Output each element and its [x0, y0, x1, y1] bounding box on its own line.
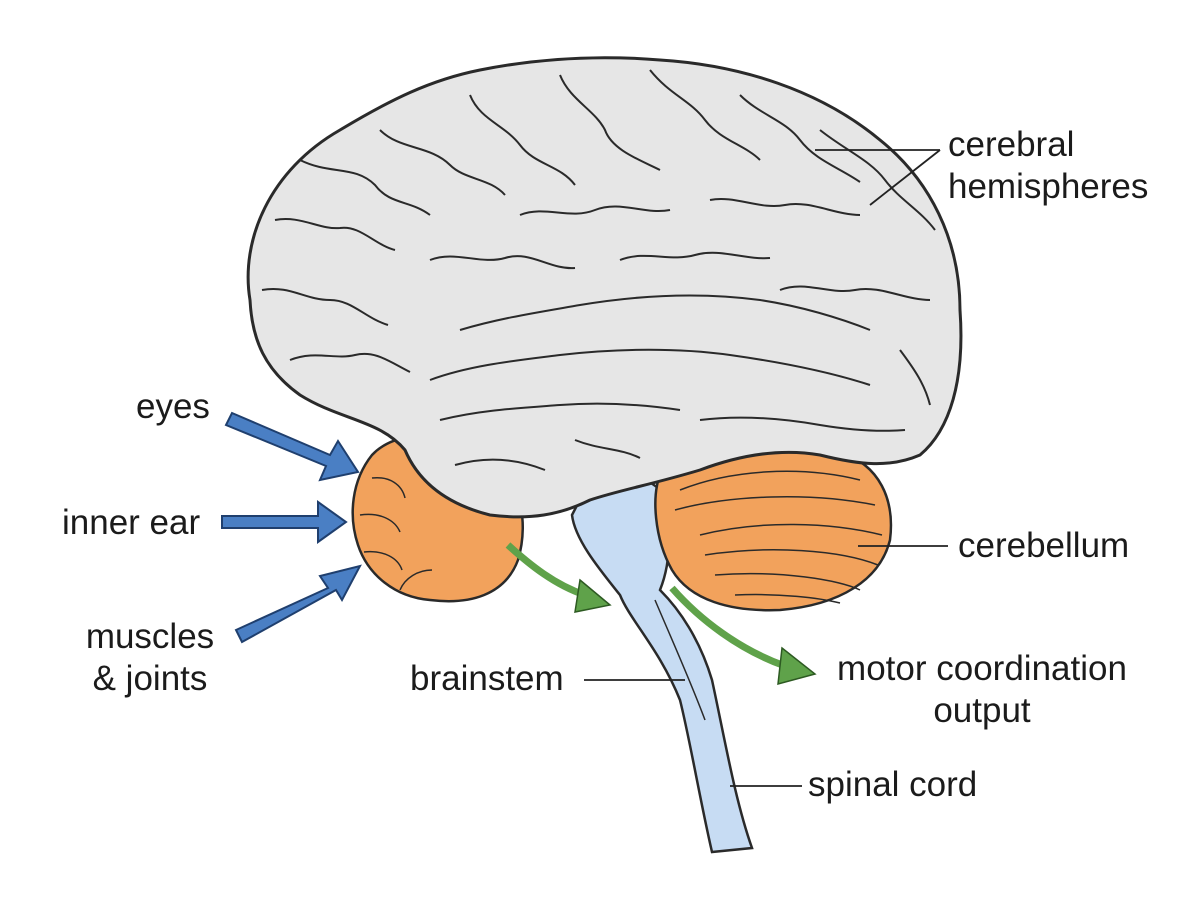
label-muscles-line1: muscles: [85, 617, 215, 656]
label-motor-line2: output: [933, 691, 1031, 730]
label-cerebral-line1: cerebral: [948, 125, 1075, 164]
cerebellum-folia: [674, 470, 883, 604]
label-cerebral-line2: hemispheres: [948, 167, 1149, 206]
label-motor-line1: motor coordination: [837, 649, 1127, 688]
motor-output-arrow: [669, 585, 787, 670]
eyes-arrow: [224, 411, 360, 482]
output-arrows: [505, 542, 817, 686]
inner-output-arrow: [505, 542, 587, 599]
label-cerebral-hemispheres: cerebral hemispheres: [948, 124, 1148, 208]
cerebral-leader-2: [869, 149, 941, 206]
label-eyes: eyes: [136, 387, 210, 426]
cerebral-hemispheres-shape: [246, 56, 963, 519]
gyri-lines: [261, 69, 936, 471]
leader-lines: [584, 149, 948, 787]
input-arrows: [221, 411, 362, 644]
label-spinal-cord: spinal cord: [808, 765, 978, 804]
sensory-region-folds: [359, 477, 433, 591]
inner-ear-arrow: [221, 500, 348, 544]
brainstem-detail-line: [654, 599, 706, 721]
label-motor-coordination-output: motor coordination output: [822, 648, 1142, 732]
label-brainstem: brainstem: [410, 659, 564, 698]
label-muscles-line2: & joints: [92, 659, 208, 698]
label-cerebellum: cerebellum: [958, 526, 1130, 565]
label-muscles-joints: muscles & joints: [70, 616, 230, 700]
muscles-arrow: [234, 564, 362, 644]
label-inner-ear: inner ear: [62, 503, 201, 542]
